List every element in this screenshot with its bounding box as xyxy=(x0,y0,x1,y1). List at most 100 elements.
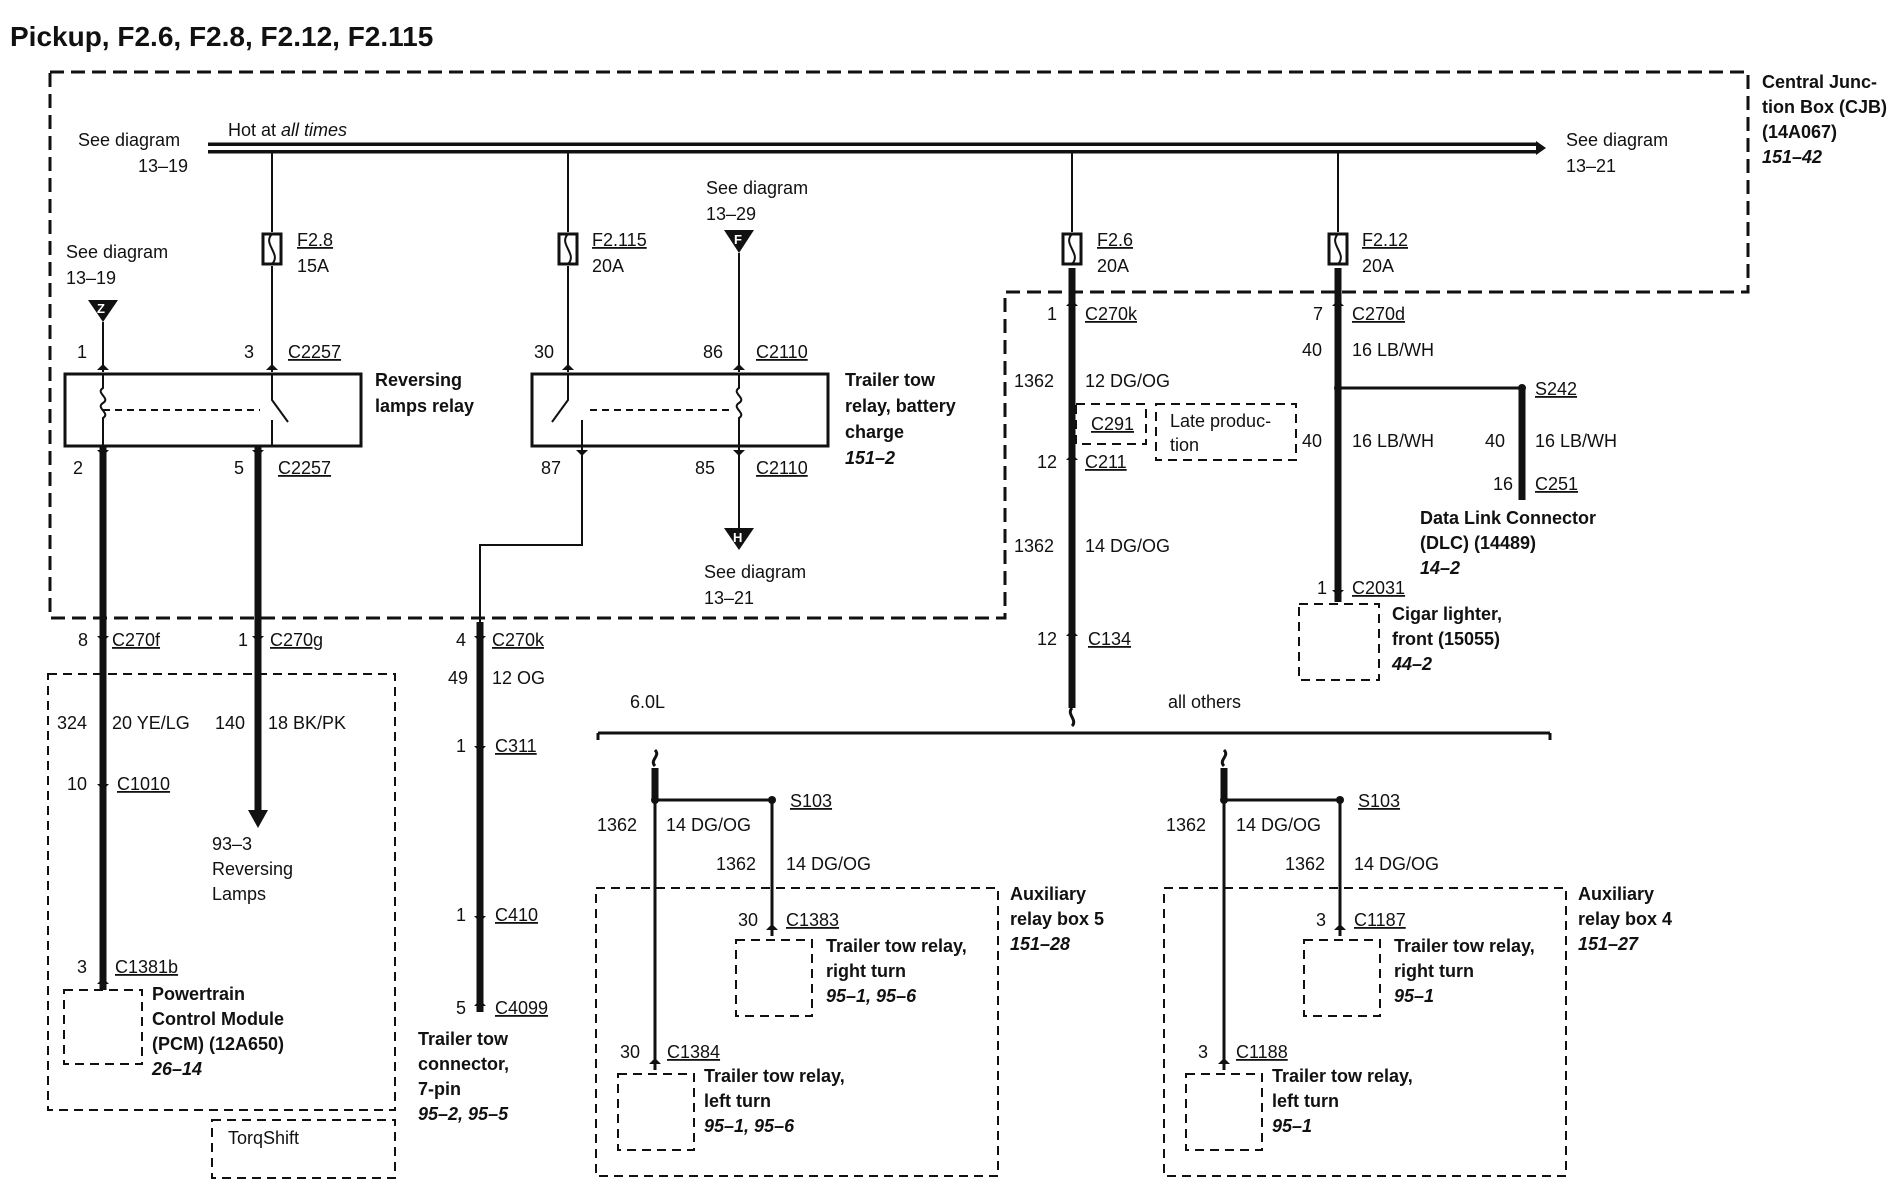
fuse-f2-8-amp: 15A xyxy=(297,256,329,276)
ref-f-ref: 13–29 xyxy=(706,204,756,224)
aux5-r-ref: 95–1, 95–6 xyxy=(826,986,917,1006)
tt-relay-pin85: 85 xyxy=(695,458,715,478)
pcm-c1381b: C1381b xyxy=(115,957,178,977)
f26-circ2: 1362 xyxy=(1014,536,1054,556)
trailer-c311: C311 xyxy=(495,736,537,756)
aux-relay-box-5 xyxy=(595,887,999,1177)
aux5-box-label-1: Auxiliary xyxy=(1010,884,1086,904)
f26-c211: C211 xyxy=(1085,452,1127,472)
tt-relay-ref: 151–2 xyxy=(845,448,895,468)
aux5-circ1: 1362 xyxy=(597,815,637,835)
rev-label-2: Lamps xyxy=(212,884,266,904)
f26-circ1: 1362 xyxy=(1014,371,1054,391)
pcm-pin8: 8 xyxy=(78,630,88,650)
fuse-f2-8-name: F2.8 xyxy=(297,230,333,250)
hot-label: Hot at all times xyxy=(228,120,347,140)
trailer-label-2: connector, xyxy=(418,1054,509,1074)
cjb-ref: 151–42 xyxy=(1762,147,1822,167)
aux5-break-icon xyxy=(651,748,659,768)
rev-relay-label-2: lamps relay xyxy=(375,396,474,416)
ref-z-see: See diagram xyxy=(66,242,168,262)
aux4-splice-dot-left xyxy=(1220,796,1228,804)
rev-c270g: C270g xyxy=(270,630,323,650)
aux5-splice-dot-left xyxy=(651,796,659,804)
connector-ticks xyxy=(97,300,1346,1064)
aux5-pin-l: 30 xyxy=(620,1042,640,1062)
rev-wire: 18 BK/PK xyxy=(268,713,346,733)
trailer-pin4: 4 xyxy=(456,630,466,650)
rev-circ: 140 xyxy=(215,713,245,733)
pcm-wire: 20 YE/LG xyxy=(112,713,190,733)
aux5-l-ref: 95–1, 95–6 xyxy=(704,1116,795,1136)
aux4-conn-r: C1187 xyxy=(1354,910,1406,930)
f26-pin1: 1 xyxy=(1047,304,1057,324)
cjb-label-3: (14A067) xyxy=(1762,122,1837,142)
aux4-r-ref: 95–1 xyxy=(1394,986,1434,1006)
split-right-label: all others xyxy=(1168,692,1241,712)
late-production-box xyxy=(1155,403,1297,461)
aux5-pin-r: 30 xyxy=(738,910,758,930)
ref-z-arrow-icon: Z xyxy=(88,300,118,322)
cjb-label-2: tion Box (CJB) xyxy=(1762,97,1887,117)
aux5-box-label-2: relay box 5 xyxy=(1010,909,1104,929)
aux5-s103: S103 xyxy=(790,791,832,811)
aux5-left-turn-relay-box xyxy=(617,1073,695,1151)
tt-relay-pin87: 87 xyxy=(541,458,561,478)
f212-wire2: 16 LB/WH xyxy=(1352,431,1434,451)
f26-c270k: C270k xyxy=(1085,304,1138,324)
aux5-wire1: 14 DG/OG xyxy=(666,815,751,835)
pcm-label-2: Control Module xyxy=(152,1009,284,1029)
svg-text:Z: Z xyxy=(97,301,105,316)
bus-right-ref: 13–21 xyxy=(1566,156,1616,176)
trailer-pin1a: 1 xyxy=(456,736,466,756)
aux5-right-turn-relay-box xyxy=(735,939,813,1017)
pcm-c270f: C270f xyxy=(112,630,161,650)
tt-relay-label-2: relay, battery xyxy=(845,396,956,416)
aux5-box-ref: 151–28 xyxy=(1010,934,1070,954)
cjb-label-1: Central Junc- xyxy=(1762,72,1877,92)
f212-pin16: 16 xyxy=(1493,474,1513,494)
f26-wire1: 12 DG/OG xyxy=(1085,371,1170,391)
trailer-pin1b: 1 xyxy=(456,905,466,925)
f26-wire2: 14 DG/OG xyxy=(1085,536,1170,556)
f212-pin1: 1 xyxy=(1317,578,1327,598)
pcm-pin10: 10 xyxy=(67,774,87,794)
rev-relay-pin5: 5 xyxy=(234,458,244,478)
aux5-r-label-2: right turn xyxy=(826,961,906,981)
svg-text:F: F xyxy=(734,232,742,247)
aux4-right-turn-relay-box xyxy=(1303,939,1381,1017)
aux5-l-label-1: Trailer tow relay, xyxy=(704,1066,845,1086)
bus-left-see: See diagram xyxy=(78,130,180,150)
aux4-pin-r: 3 xyxy=(1316,910,1326,930)
bus-left-ref: 13–19 xyxy=(138,156,188,176)
f26-c134: C134 xyxy=(1088,629,1131,649)
f212-pin7: 7 xyxy=(1313,304,1323,324)
ref-f-see: See diagram xyxy=(706,178,808,198)
pcm-label-1: Powertrain xyxy=(152,984,245,1004)
tt-relay-pin30: 30 xyxy=(534,342,554,362)
dlc-label-2: (DLC) (14489) xyxy=(1420,533,1536,553)
aux4-l-label-1: Trailer tow relay, xyxy=(1272,1066,1413,1086)
tt-relay-pin86: 86 xyxy=(703,342,723,362)
fuse-f2-12-icon xyxy=(1327,232,1349,266)
aux4-s103: S103 xyxy=(1358,791,1400,811)
trailer-c410: C410 xyxy=(495,905,538,925)
dlc-label-1: Data Link Connector xyxy=(1420,508,1596,528)
aux5-conn-r: C1383 xyxy=(786,910,839,930)
aux4-pin-l: 3 xyxy=(1198,1042,1208,1062)
f212-circ3: 40 xyxy=(1485,431,1505,451)
c291-box xyxy=(1075,403,1147,445)
f212-wire1: 16 LB/WH xyxy=(1352,340,1434,360)
diagram-title: Pickup, F2.6, F2.8, F2.12, F2.115 xyxy=(10,21,433,52)
torqshift-boundary xyxy=(47,673,396,1111)
rev-relay-conn-top: C2257 xyxy=(288,342,341,362)
f212-c2031: C2031 xyxy=(1352,578,1405,598)
fuse-f2-8-icon xyxy=(261,232,283,266)
rev-relay-pin3: 3 xyxy=(244,342,254,362)
wire-pin87 xyxy=(479,446,583,622)
f212-circ2: 40 xyxy=(1302,431,1322,451)
aux-relay-box-4 xyxy=(1163,887,1567,1177)
torqshift-box xyxy=(211,1119,396,1179)
f212-c251: C251 xyxy=(1535,474,1578,494)
aux4-wire1: 14 DG/OG xyxy=(1236,815,1321,835)
